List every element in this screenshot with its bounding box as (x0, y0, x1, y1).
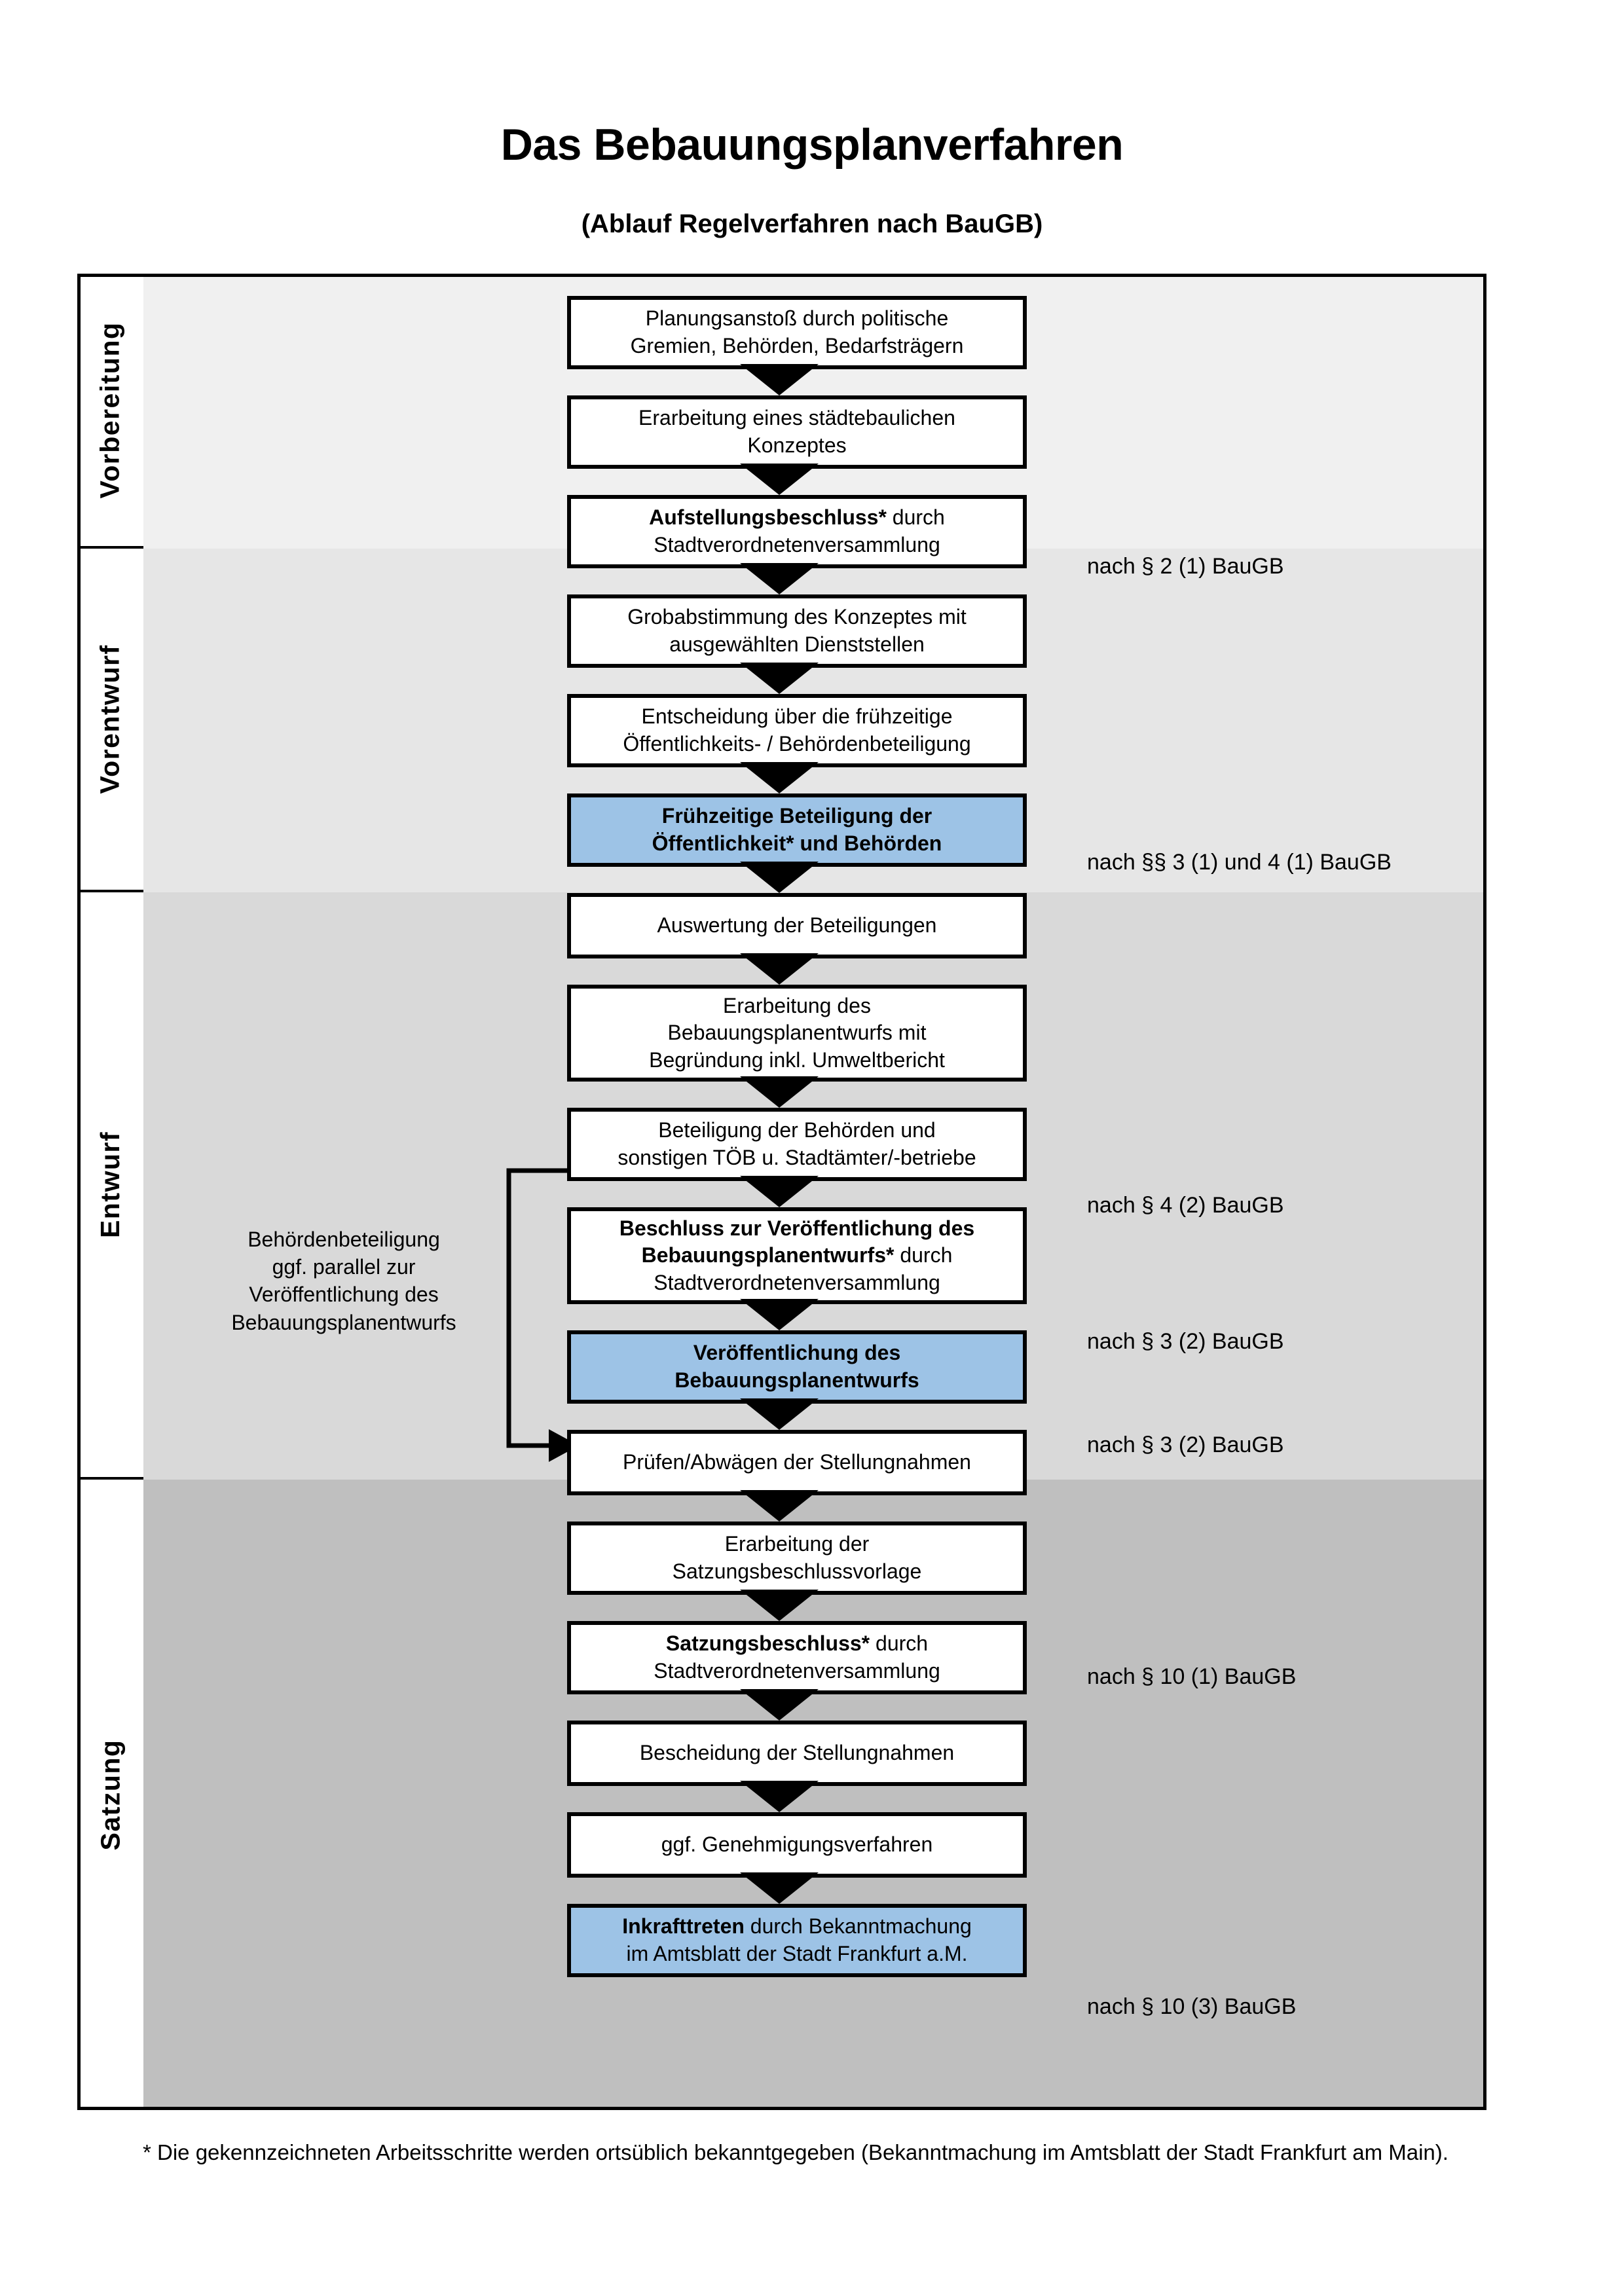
step-line-1-bold: Inkrafttreten (622, 1914, 745, 1939)
legal-reference-par4-2: nach § 4 (2) BauGB (1087, 1193, 1284, 1218)
step-line-1: Prüfen/Abwägen der Stellungnahmen (623, 1450, 971, 1474)
step-box-pruefen-abwaegen[interactable]: Prüfen/Abwägen der Stellungnahmen (567, 1430, 1027, 1495)
sidenote-line-4: Bebauungsplanentwurfs (231, 1310, 456, 1334)
step-box-beteiligung-behoerden[interactable]: Beteiligung der Behörden und sonstigen TÖ… (567, 1108, 1027, 1181)
phase-cell-entwurf: Entwurf (77, 892, 143, 1480)
sidenote-behoerdenbeteiligung: Behördenbeteiligung ggf. parallel zur Ve… (190, 1226, 498, 1336)
step-line-1: Bescheidung der Stellungnahmen (639, 1741, 955, 1765)
legal-reference-par3-2-b: nach § 3 (2) BauGB (1087, 1432, 1284, 1457)
step-line-2: Konzeptes (747, 433, 847, 457)
sidenote-line-2: ggf. parallel zur (272, 1255, 416, 1279)
flow-arrow-1 (740, 364, 819, 395)
flow-arrow-13 (740, 1590, 819, 1621)
flow-arrow-7 (740, 953, 819, 985)
step-line-2: Gremien, Behörden, Bedarfsträgern (630, 334, 964, 357)
step-line-2: Öffentlichkeit* und Behörden (652, 831, 942, 855)
step-line-2: Stadtverordnetenversammlung (654, 1659, 940, 1683)
step-box-genehmigungsverfahren[interactable]: ggf. Genehmigungsverfahren (567, 1812, 1027, 1878)
step-line-2: sonstigen TÖB u. Stadtämter/-betriebe (618, 1146, 976, 1169)
page-subtitle: (Ablauf Regelverfahren nach BauGB) (581, 210, 1043, 238)
flow-arrow-15 (740, 1781, 819, 1812)
flow-arrow-9 (740, 1176, 819, 1207)
step-box-bescheidung[interactable]: Bescheidung der Stellungnahmen (567, 1721, 1027, 1786)
flow-arrow-10 (740, 1299, 819, 1330)
step-line-1: Grobabstimmung des Konzeptes mit (627, 605, 967, 629)
legal-reference-par10-3: nach § 10 (3) BauGB (1087, 1994, 1297, 2019)
step-line-1: ggf. Genehmigungsverfahren (661, 1832, 933, 1857)
step-line-2: Stadtverordnetenversammlung (654, 533, 940, 556)
phase-cell-satzung: Satzung (77, 1480, 143, 2110)
step-line-2: Bebauungsplanentwurfs mit (667, 1021, 927, 1045)
step-line-1: Beteiligung der Behörden und (658, 1118, 936, 1142)
flow-arrow-3 (740, 563, 819, 594)
step-line-1: Erarbeitung der (724, 1532, 870, 1556)
legal-reference-par10-1: nach § 10 (1) BauGB (1087, 1664, 1297, 1689)
phase-cell-vorentwurf: Vorentwurf (77, 549, 143, 892)
step-box-auswertung[interactable]: Auswertung der Beteiligungen (567, 893, 1027, 958)
legal-reference-par3-2-a: nach § 3 (2) BauGB (1087, 1329, 1284, 1354)
flow-arrow-8 (740, 1076, 819, 1108)
page-title: Das Bebauungsplanverfahren (500, 120, 1124, 170)
flow-arrow-6 (740, 862, 819, 893)
step-line-3: Begründung inkl. Umweltbericht (649, 1048, 945, 1072)
flow-arrow-14 (740, 1689, 819, 1721)
footnote: * Die gekennzeichneten Arbeitsschritte w… (143, 2140, 1449, 2164)
legal-reference-par3-1-par4-1: nach §§ 3 (1) und 4 (1) BauGB (1087, 850, 1392, 875)
step-line-2: ausgewählten Dienststellen (669, 632, 925, 656)
step-line-1: Entscheidung über die frühzeitige (641, 704, 953, 729)
diagram-frame (77, 274, 1486, 2110)
step-line-1: Beschluss zur Veröffentlichung des (619, 1216, 975, 1240)
flow-arrow-11 (740, 1398, 819, 1430)
phase-label-column: Vorbereitung Vorentwurf Entwurf Satzung (77, 274, 143, 2110)
step-line-1: Erarbeitung des (723, 993, 871, 1017)
step-line-1: Auswertung der Beteiligungen (657, 913, 937, 938)
flow-arrow-5 (740, 762, 819, 793)
step-line-1-bold: Aufstellungsbeschluss* (649, 505, 887, 530)
flow-arrow-2 (740, 464, 819, 495)
step-line-1: Frühzeitige Beteiligung der (661, 804, 932, 828)
step-line-2: im Amtsblatt der Stadt Frankfurt a.M. (626, 1942, 968, 1965)
flow-arrow-16 (740, 1872, 819, 1904)
step-line-2: Satzungsbeschlussvorlage (672, 1559, 922, 1583)
flow-arrow-4 (740, 663, 819, 694)
step-line-1: Planungsanstoß durch politische (645, 306, 949, 331)
step-line-2: Öffentlichkeits- / Behördenbeteiligung (623, 732, 971, 756)
phase-cell-vorbereitung: Vorbereitung (77, 274, 143, 549)
step-line-1: Erarbeitung eines städtebaulichen (638, 406, 955, 430)
sidenote-line-1: Behördenbeteiligung (248, 1228, 440, 1251)
step-line-2: Bebauungsplanentwurfs (674, 1368, 919, 1392)
step-line-1-bold: Satzungsbeschluss* (665, 1631, 870, 1656)
step-box-grobabstimmung[interactable]: Grobabstimmung des Konzeptes mit ausgewäh… (567, 594, 1027, 668)
step-line-3: Stadtverordnetenversammlung (654, 1270, 940, 1294)
step-line-1: Veröffentlichung des (693, 1341, 901, 1365)
flow-arrow-12 (740, 1490, 819, 1522)
sidenote-line-3: Veröffentlichung des (249, 1283, 439, 1307)
step-line-2-bold: Bebauungsplanentwurfs* (641, 1243, 895, 1267)
legal-reference-par2-1: nach § 2 (1) BauGB (1087, 554, 1284, 579)
